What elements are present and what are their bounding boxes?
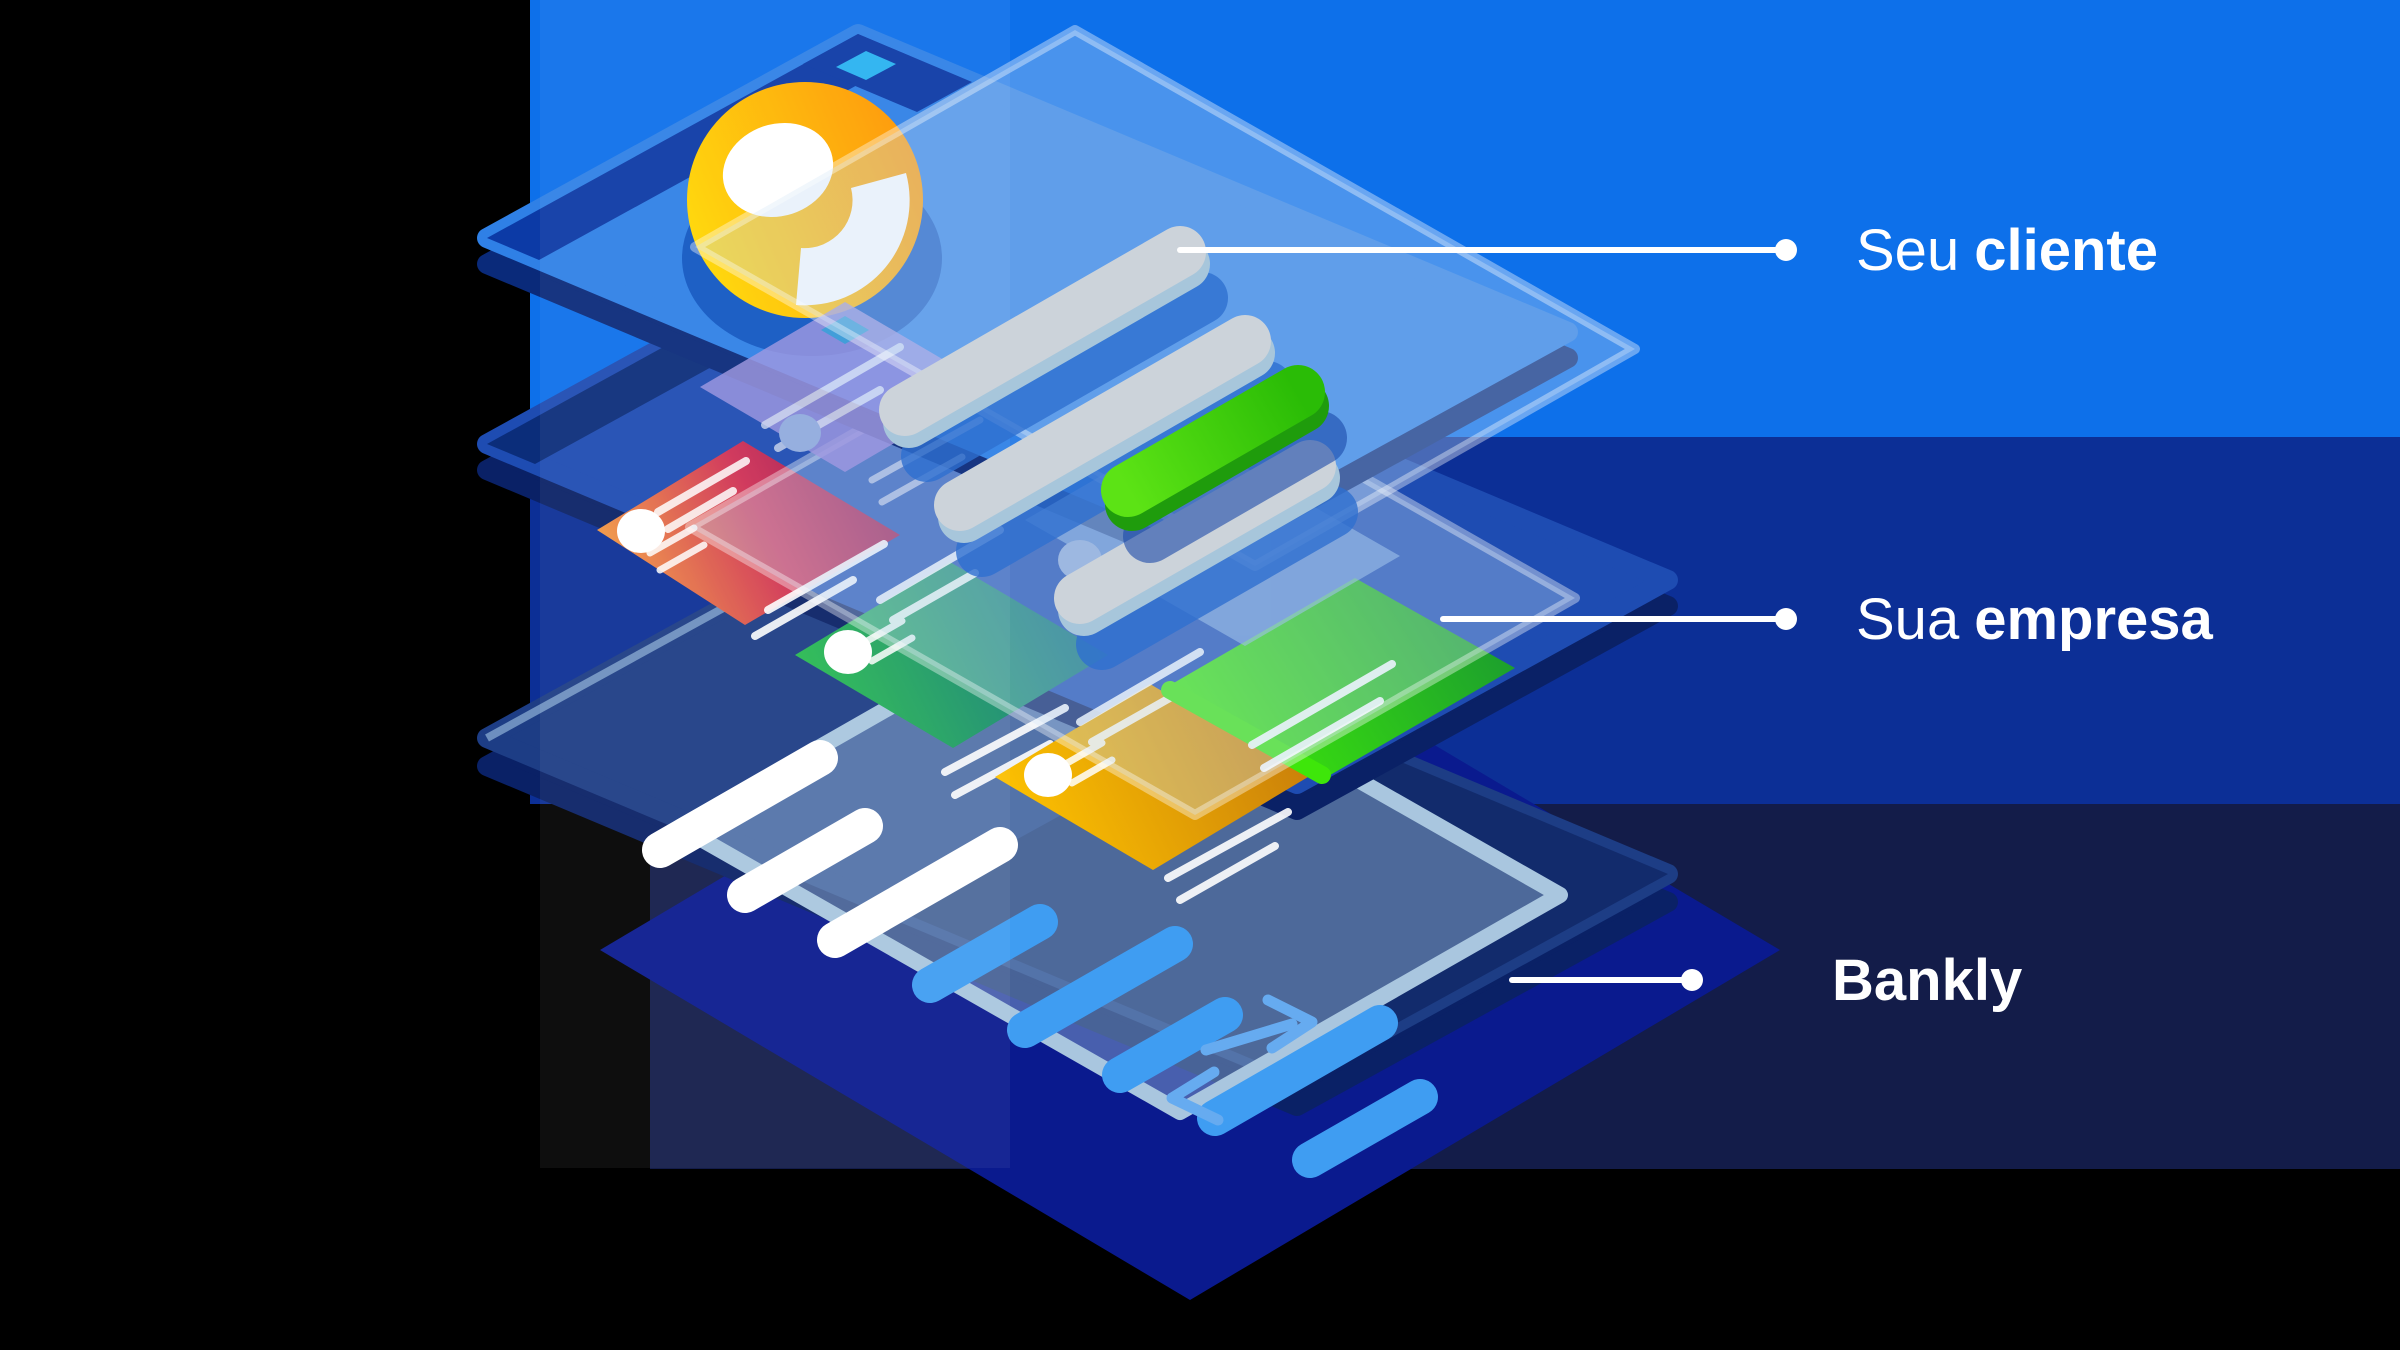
user-avatar-icon (682, 82, 942, 356)
light-swath (540, 0, 1010, 1168)
code-brackets-icon (1166, 994, 1318, 1126)
company-photo-card-orange (995, 648, 1308, 904)
camera-diamond-icon (836, 51, 896, 80)
bar-chart-icon (642, 740, 1438, 1178)
client-card-statusbar-corner (803, 34, 972, 112)
action-pill-green (1101, 365, 1347, 563)
leader-dot-company (1775, 608, 1797, 630)
annotation-platform: Bankly (1509, 948, 2022, 1013)
company-balance-card-green (1161, 578, 1515, 784)
label-platform: Bankly (1832, 948, 2022, 1013)
leader-dot-platform (1681, 969, 1703, 991)
leader-dot-client (1775, 239, 1797, 261)
company-photo-card-red (597, 441, 900, 640)
company-photo-card-teal (795, 526, 1108, 799)
